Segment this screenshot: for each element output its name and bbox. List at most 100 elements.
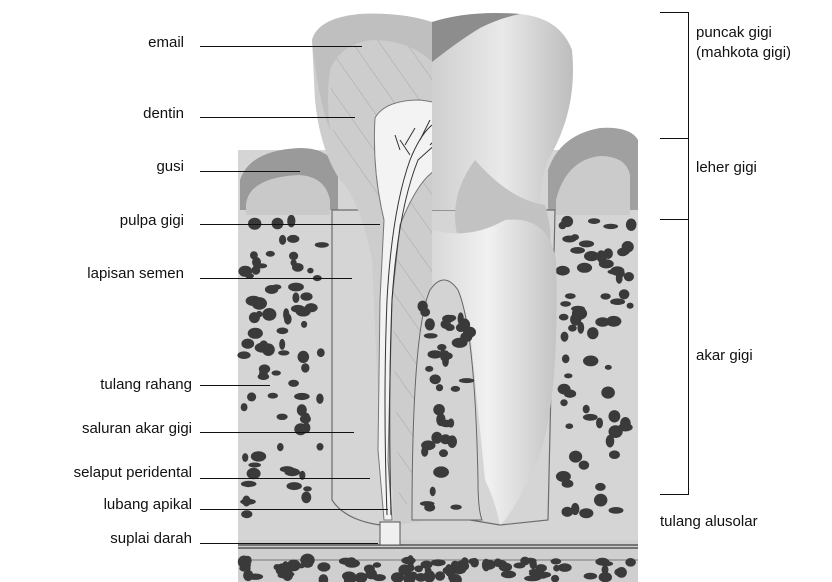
bracket-akar (680, 219, 689, 494)
bone-pore (433, 466, 449, 477)
bone-pore (616, 567, 627, 578)
bone-pore (409, 565, 415, 572)
bone-pore (241, 403, 248, 411)
bone-pore (294, 393, 310, 400)
label-lubang-apikal: lubang apikal (104, 496, 192, 514)
bone-pore (241, 481, 257, 487)
bone-pore (238, 266, 252, 277)
bone-pore (287, 235, 299, 243)
bone-pore (424, 503, 435, 511)
bone-pore (538, 572, 551, 578)
bone-pore (579, 240, 594, 247)
bone-pore (268, 393, 278, 399)
bone-pore (588, 218, 600, 224)
leader-darah (200, 543, 378, 544)
bone-pore (301, 321, 307, 328)
bone-pore (421, 440, 435, 450)
bone-pore (289, 252, 298, 260)
bone-pore (317, 348, 325, 357)
bone-pore (571, 234, 579, 240)
bone-pore (288, 380, 299, 387)
bone-pore (243, 570, 253, 581)
bone-pore (247, 392, 256, 401)
bone-pore (561, 216, 573, 227)
bone-pore (564, 390, 576, 398)
bone-pore (562, 354, 570, 363)
bone-pore (625, 558, 636, 567)
bone-pore (277, 328, 289, 335)
bone-pore (365, 569, 377, 580)
bone-pore (568, 325, 577, 332)
bone-pore (283, 308, 289, 321)
bone-pore (307, 268, 313, 274)
leader-saluran (200, 432, 354, 433)
leader-email (200, 46, 362, 47)
bone-pore (242, 453, 248, 462)
label-tulang-alusolar: tulang alusolar (660, 513, 758, 531)
bone-pore (305, 303, 318, 312)
bone-pore (584, 573, 598, 580)
bone-pore (609, 410, 621, 422)
bone-pore (622, 241, 634, 253)
bone-pore (579, 508, 593, 518)
bone-pore (451, 386, 460, 392)
bone-pore (559, 314, 569, 321)
leader-apikal (200, 509, 388, 510)
bone-pore (583, 356, 598, 367)
bone-pore (450, 505, 461, 510)
bone-pore (579, 461, 590, 470)
bone-pore (583, 414, 598, 421)
label-tulang-rahang: tulang rahang (100, 376, 192, 394)
bone-pore (373, 562, 381, 567)
bone-pore (256, 311, 263, 317)
bone-pore (596, 418, 603, 429)
tick-puncak-top (660, 12, 689, 13)
bone-pore (440, 434, 451, 444)
label-dentin: dentin (143, 105, 184, 123)
bone-pore (437, 344, 446, 351)
bone-pore (420, 308, 430, 317)
bone-pore (241, 339, 254, 349)
bone-pore (248, 328, 263, 339)
bone-pore (259, 368, 268, 380)
bone-pore (565, 293, 576, 299)
bone-pore (277, 443, 284, 451)
bone-pore (560, 301, 571, 307)
bone-pore (300, 414, 311, 423)
bone-pore (577, 263, 592, 273)
bone-pore (499, 563, 512, 572)
bone-pore (594, 494, 607, 507)
bone-pore (436, 384, 443, 391)
bone-pore (602, 565, 609, 574)
bone-pore (297, 563, 305, 568)
bone-pore (609, 425, 623, 438)
bone-pore (551, 575, 559, 582)
label-puncak-gigi: puncak gigi (696, 24, 772, 42)
bone-pore (262, 308, 276, 321)
bracket-leher (680, 138, 689, 219)
bone-pore (560, 399, 567, 406)
bone-pore (242, 496, 250, 507)
bone-pore (248, 463, 261, 468)
bone-pore (439, 449, 448, 457)
bone-pore (571, 503, 579, 515)
bracket-puncak (680, 12, 689, 138)
bone-pore (609, 507, 624, 514)
bone-pore (587, 327, 598, 339)
bone-pore (256, 263, 267, 268)
bone-pore (424, 333, 438, 338)
bone-pore (569, 451, 582, 463)
bone-pore (619, 289, 630, 299)
label-akar-gigi: akar gigi (696, 347, 753, 365)
bone-pore (347, 557, 356, 563)
label-selaput-peridental: selaput peridental (74, 464, 192, 482)
bone-pore (627, 303, 634, 309)
leader-pulpa (200, 224, 380, 225)
bone-pore (303, 486, 312, 491)
bone-pore (460, 332, 472, 342)
bone-pore (609, 450, 620, 459)
bone-pore (284, 468, 300, 476)
bone-pore (604, 248, 613, 259)
bone-pore (317, 443, 324, 451)
bone-pore (241, 510, 252, 518)
